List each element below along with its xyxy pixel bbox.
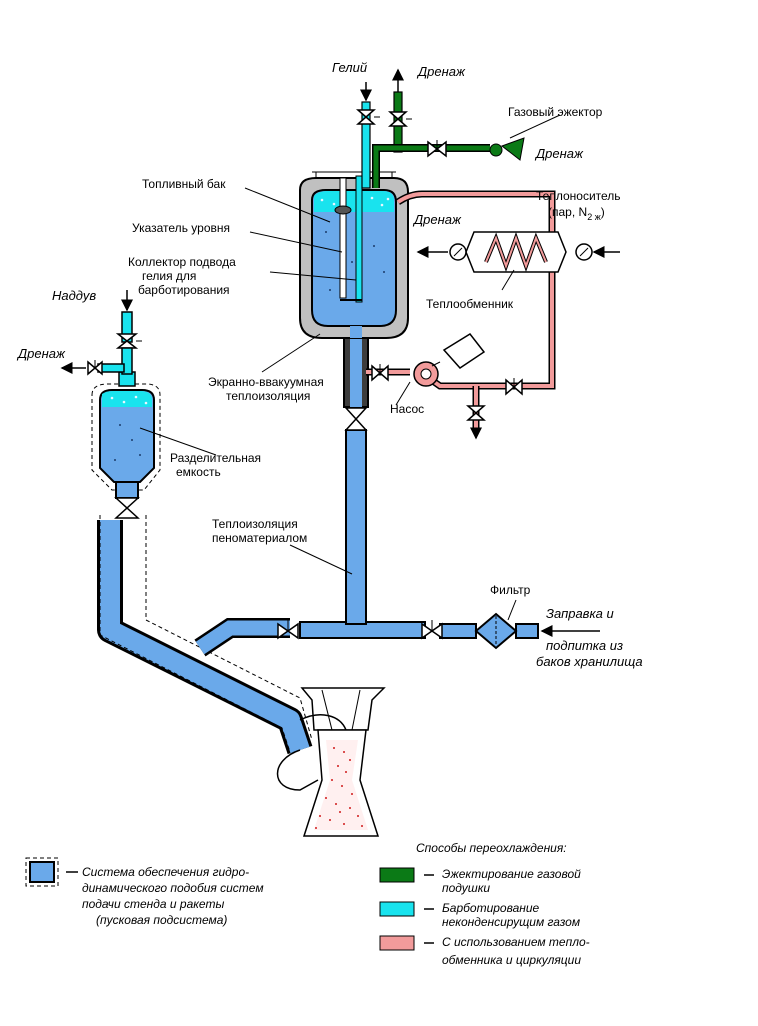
- legend-method-ejector: Эжектирование газовой подушки: [379, 867, 581, 895]
- coolant-label-2: (пар, N2 ж): [548, 205, 605, 222]
- legend-method-helium: Барботирование неконденсирущим газом: [379, 901, 580, 929]
- svg-text:обменника и циркуляции: обменника и циркуляции: [442, 953, 581, 967]
- loop-valve[interactable]: [505, 378, 523, 396]
- svg-text:неконденсирущим газом: неконденсирущим газом: [442, 915, 580, 929]
- legend-system: Система обеспечения гидро- динамического…: [25, 857, 264, 927]
- heat-exchanger: [449, 231, 593, 273]
- separator-label-1: Разделительная: [170, 451, 261, 465]
- filter-label: Фильтр: [490, 583, 531, 597]
- drain-ejector-label: Дренаж: [534, 146, 584, 161]
- heat-exchanger-label: Теплообменник: [426, 297, 514, 311]
- pressurization-label: Наддув: [52, 288, 96, 303]
- tank-outlet-valve[interactable]: [344, 407, 368, 431]
- pump-inlet-valve[interactable]: [371, 364, 389, 382]
- legend-system-2: динамического подобия систем: [82, 881, 264, 895]
- vacuum-insulation-label-2: теплоизоляция: [226, 389, 310, 403]
- filter-icon[interactable]: [474, 612, 518, 650]
- helium-collector-label-3: барботирования: [138, 283, 230, 297]
- legend-system-4: (пусковая подсистема): [96, 913, 227, 927]
- fuel-tank: [299, 171, 409, 339]
- drain-top-valve[interactable]: [388, 111, 412, 127]
- separator-vessel: [91, 371, 161, 499]
- pump-label: Насос: [390, 402, 424, 416]
- coolant-label-1: Теплоноситель: [536, 189, 621, 203]
- legend-system-1: Система обеспечения гидро-: [82, 865, 249, 879]
- svg-text:Барботирование: Барботирование: [442, 901, 540, 915]
- header-valve-left[interactable]: [277, 620, 299, 640]
- svg-text:подушки: подушки: [442, 881, 490, 895]
- refuel-label-1: Заправка и: [546, 606, 614, 621]
- svg-text:Эжектирование газовой: Эжектирование газовой: [442, 867, 581, 881]
- pump-icon[interactable]: [413, 333, 486, 387]
- legend-system-3: подачи стенда и ракеты: [82, 897, 224, 911]
- foam-insulation-label-2: пеноматериалом: [212, 531, 307, 545]
- drain-top-label: Дренаж: [416, 64, 466, 79]
- legend-methods-title: Способы переохлаждения:: [416, 841, 567, 855]
- separator-label-2: емкость: [176, 465, 221, 479]
- helium-collector-label-2: гелия для: [142, 269, 196, 283]
- separator-outlet-valve[interactable]: [114, 497, 140, 519]
- main-feed-lines: [97, 334, 539, 755]
- ejector-valve[interactable]: [427, 140, 447, 158]
- refuel-label-3: баков хранилища: [536, 654, 643, 669]
- pressurization-valve[interactable]: [115, 333, 142, 349]
- gas-ejector-label: Газовый эжектор: [508, 105, 603, 119]
- leader-lines: [139, 187, 517, 621]
- engine-nozzle: [276, 687, 386, 837]
- refuel-label-2: подпитка из: [546, 638, 623, 653]
- vacuum-insulation-label-1: Экранно-ввакуумная: [208, 375, 324, 389]
- loop-drain-valve[interactable]: [466, 405, 486, 421]
- gas-ejector-icon: [489, 137, 525, 161]
- header-valve-right[interactable]: [421, 620, 443, 640]
- level-indicator-label: Указатель уровня: [132, 221, 230, 235]
- helium-collector-label-1: Коллектор подвода: [128, 255, 236, 269]
- fuel-tank-label: Топливный бак: [142, 177, 226, 191]
- svg-text:С использованием тепло-: С использованием тепло-: [442, 935, 590, 949]
- drain-left-label: Дренаж: [16, 346, 66, 361]
- helium-label: Гелий: [332, 60, 367, 75]
- diagonal-feed-pipe: [100, 520, 310, 754]
- legend-method-heat: С использованием тепло- обменника и цирк…: [379, 935, 590, 967]
- foam-insulation-label-1: Теплоизоляция: [212, 517, 298, 531]
- drain-left-valve[interactable]: [87, 360, 103, 376]
- helium-valve[interactable]: [356, 109, 380, 125]
- drain-hx-label: Дренаж: [412, 212, 462, 227]
